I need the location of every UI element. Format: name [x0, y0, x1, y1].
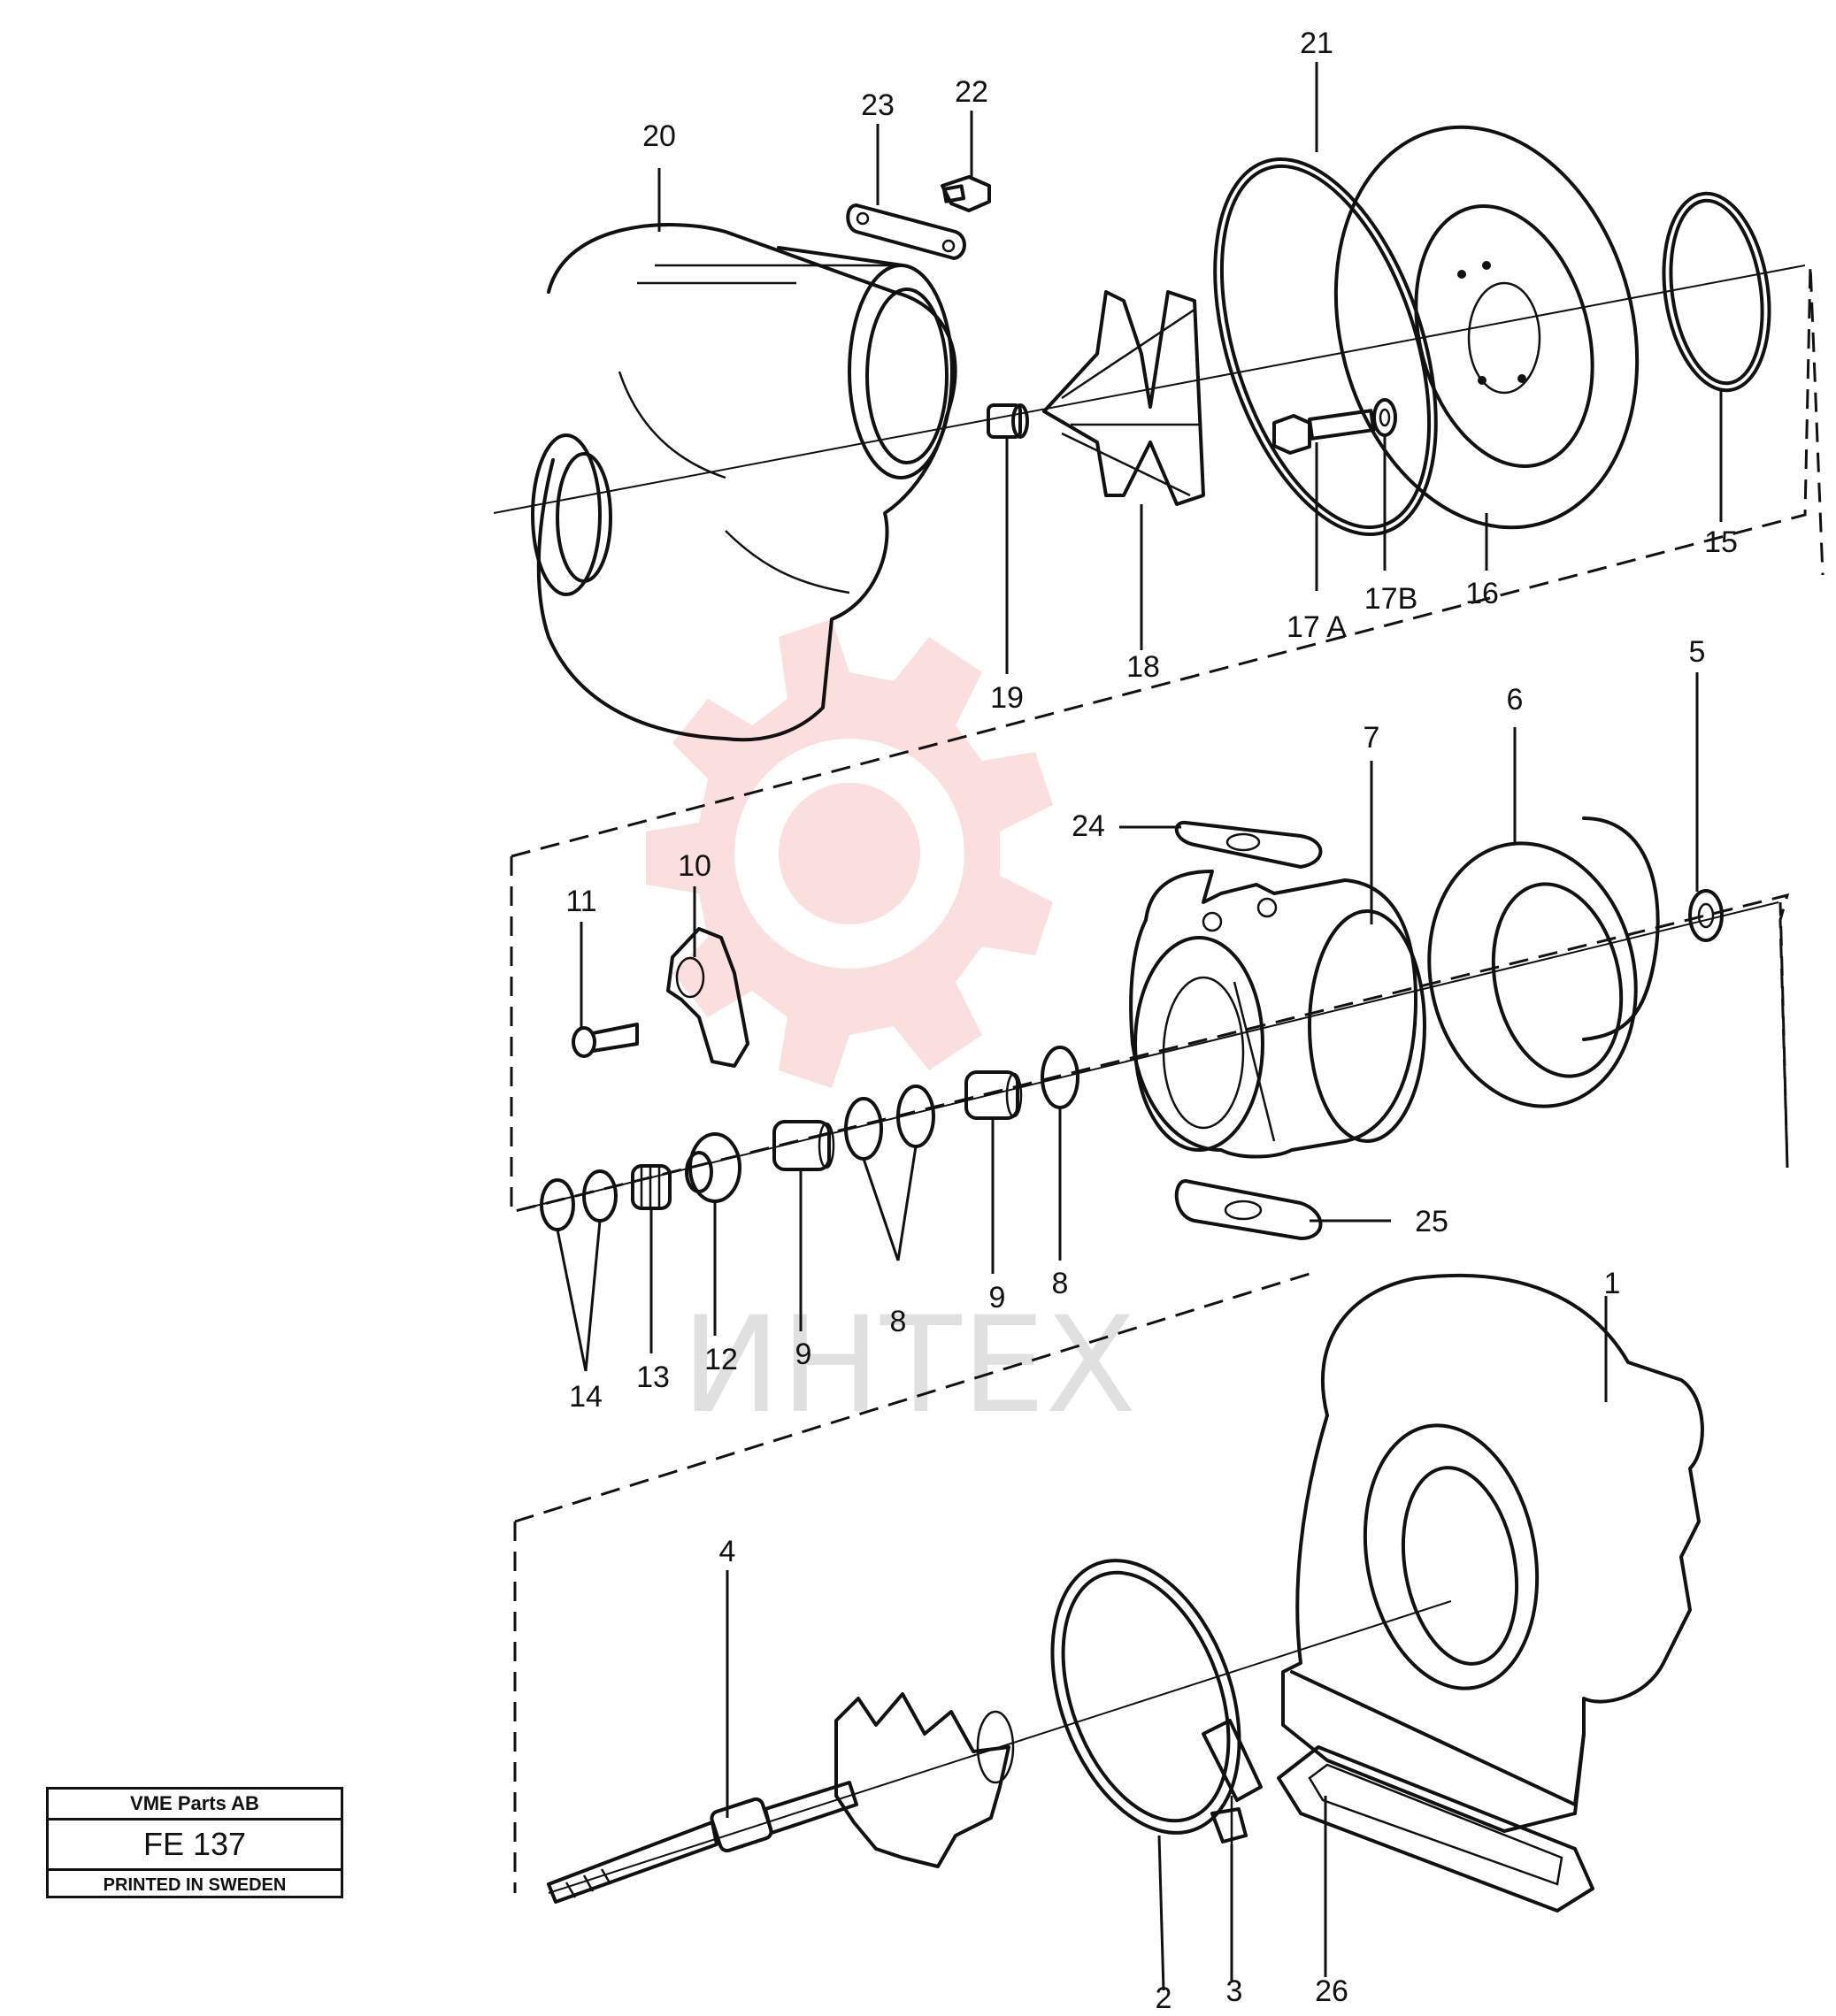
label-part-15: 15	[1704, 525, 1738, 559]
label-part-8-left: 8	[890, 1305, 907, 1338]
thrust-bearing-part-10	[666, 927, 749, 1068]
title-block: VME Parts AB FE 137 PRINTED IN SWEDEN	[46, 1787, 343, 1898]
compressor-wheel-part-18	[1042, 290, 1205, 506]
label-part-2: 2	[1156, 1982, 1172, 2015]
nut-part-19	[987, 403, 1029, 439]
label-part-23: 23	[861, 88, 895, 122]
printed-note: PRINTED IN SWEDEN	[103, 1875, 287, 1895]
label-part-26: 26	[1315, 1974, 1348, 2008]
label-part-4: 4	[719, 1535, 736, 1568]
label-part-9-right: 9	[989, 1281, 1006, 1315]
label-part-18: 18	[1126, 650, 1160, 684]
label-part-5: 5	[1689, 635, 1706, 669]
boundary-upper	[511, 264, 1824, 858]
bolt-part-22	[941, 175, 991, 212]
label-part-16: 16	[1465, 577, 1499, 610]
o-ring-part-15	[1662, 191, 1771, 393]
label-part-14: 14	[569, 1380, 603, 1414]
gasket-part-26	[1277, 1745, 1594, 1913]
label-part-7: 7	[1364, 721, 1380, 755]
company-name: VME Parts AB	[49, 1790, 341, 1821]
label-part-8-right: 8	[1052, 1267, 1069, 1300]
label-part-11: 11	[565, 885, 596, 918]
turbine-housing-part-1	[1281, 1273, 1704, 1833]
label-part-19: 19	[990, 681, 1024, 715]
label-part-13: 13	[636, 1361, 670, 1394]
backplate-part-16	[1333, 125, 1640, 530]
retaining-ring-part-8	[844, 1046, 1079, 1161]
seal-part-13	[631, 1164, 672, 1210]
turbine-shaft-part-4	[547, 1692, 1015, 1904]
label-part-17b: 17B	[1364, 582, 1418, 616]
screw-part-11	[572, 1023, 639, 1058]
part-number-labels: 20 23 22 21 19 18 17 A 17B 16 15 5 6 7 2…	[565, 27, 1738, 2015]
bearing-housing-part-7	[1129, 870, 1426, 1159]
ring-part-5	[1688, 889, 1724, 942]
label-part-20: 20	[642, 119, 676, 153]
v-band-clamp-part-2	[1050, 1559, 1263, 1835]
label-part-25: 25	[1415, 1205, 1448, 1238]
gasket-part-24	[1174, 820, 1323, 869]
heat-shield-part-6	[1427, 816, 1660, 1108]
axis-middle	[517, 901, 1779, 1211]
compressor-housing-part-20	[531, 223, 957, 742]
label-part-17a: 17 A	[1287, 610, 1347, 644]
watermark-text: ИНТЕХ	[681, 1289, 1136, 1443]
bolt-part-17a	[1272, 409, 1376, 455]
bracket-part-23	[846, 203, 966, 260]
label-part-10: 10	[678, 849, 711, 883]
label-part-3: 3	[1226, 1974, 1243, 2008]
label-part-22: 22	[955, 75, 988, 109]
washer-part-17b	[1372, 398, 1397, 437]
watermark-logo	[646, 619, 1053, 1088]
label-part-24: 24	[1072, 809, 1105, 843]
label-part-6: 6	[1507, 683, 1524, 717]
gasket-part-25	[1174, 1179, 1323, 1240]
leader-lines	[556, 62, 1723, 1991]
label-part-12: 12	[704, 1343, 738, 1376]
figure-code: FE 137	[49, 1821, 341, 1871]
nut-part-3	[1210, 1796, 1248, 1849]
boundary-lower	[513, 1272, 1310, 1893]
label-part-1: 1	[1604, 1267, 1621, 1300]
boundary-middle	[510, 856, 1790, 1214]
label-part-21: 21	[1300, 27, 1333, 60]
label-part-9-left: 9	[795, 1338, 812, 1371]
